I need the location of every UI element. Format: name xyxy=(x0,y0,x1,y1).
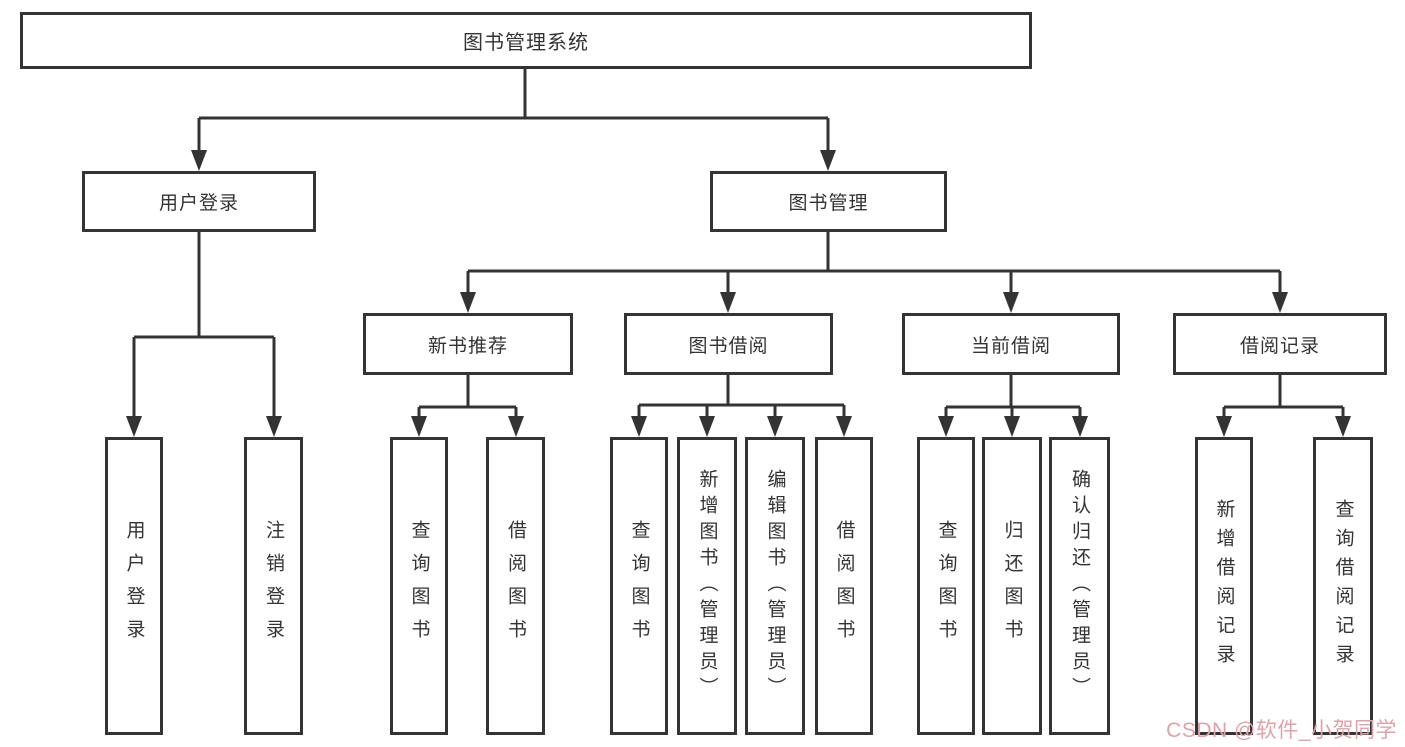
node-label: 查询图书 xyxy=(935,520,957,652)
leaf-query-book-1: 查询图书 xyxy=(390,437,448,735)
node-label: 查询图书 xyxy=(628,520,650,652)
node-borrow-record: 借阅记录 xyxy=(1173,313,1387,375)
leaf-logout: 注销登录 xyxy=(244,437,303,735)
node-new-book-recommend: 新书推荐 xyxy=(363,313,573,375)
node-label: 查询图书 xyxy=(408,520,430,652)
node-label: 用户登录 xyxy=(158,193,239,214)
node-current-borrow: 当前借阅 xyxy=(902,313,1120,375)
node-label: 新增借阅记录 xyxy=(1213,499,1235,673)
leaf-add-borrow-record: 新增借阅记录 xyxy=(1195,437,1253,735)
node-label: 查询借阅记录 xyxy=(1332,499,1354,673)
node-label: 借阅图书 xyxy=(505,520,526,652)
node-label: 借阅记录 xyxy=(1239,335,1320,357)
node-book-management: 图书管理 xyxy=(710,171,947,232)
leaf-query-borrow-record: 查询借阅记录 xyxy=(1313,437,1373,735)
node-book-borrow: 图书借阅 xyxy=(624,313,833,375)
node-label: 图书借阅 xyxy=(688,335,769,357)
node-label: 用户登录 xyxy=(123,520,145,652)
leaf-confirm-return-admin: 确认归还（管理员） xyxy=(1049,437,1110,735)
leaf-query-book-2: 查询图书 xyxy=(610,437,668,735)
csdn-watermark: CSDN @软件_小贺同学 xyxy=(1166,719,1397,742)
leaf-borrow-book-1: 借阅图书 xyxy=(486,437,545,735)
node-label: 图书管理系统 xyxy=(463,32,589,54)
leaf-add-book-admin: 新增图书（管理员） xyxy=(677,437,737,735)
node-label: 确认归还（管理员） xyxy=(1069,469,1090,703)
leaf-return-book: 归还图书 xyxy=(982,437,1042,735)
node-label: 新增图书（管理员） xyxy=(696,469,718,703)
leaf-query-book-3: 查询图书 xyxy=(917,437,975,735)
node-label: 借阅图书 xyxy=(833,520,855,652)
node-system-root: 图书管理系统 xyxy=(20,12,1032,69)
arrowhead-icons xyxy=(126,150,1351,437)
node-label: 图书管理 xyxy=(788,193,869,214)
leaf-borrow-book-2: 借阅图书 xyxy=(815,437,873,735)
node-label: 归还图书 xyxy=(1001,520,1023,652)
node-label: 编辑图书（管理员） xyxy=(764,469,786,703)
node-label: 新书推荐 xyxy=(427,335,508,357)
node-user-login: 用户登录 xyxy=(82,171,316,232)
leaf-edit-book-admin: 编辑图书（管理员） xyxy=(745,437,805,735)
leaf-user-login: 用户登录 xyxy=(105,437,163,735)
node-label: 注销登录 xyxy=(263,520,284,652)
node-label: 当前借阅 xyxy=(970,335,1051,357)
